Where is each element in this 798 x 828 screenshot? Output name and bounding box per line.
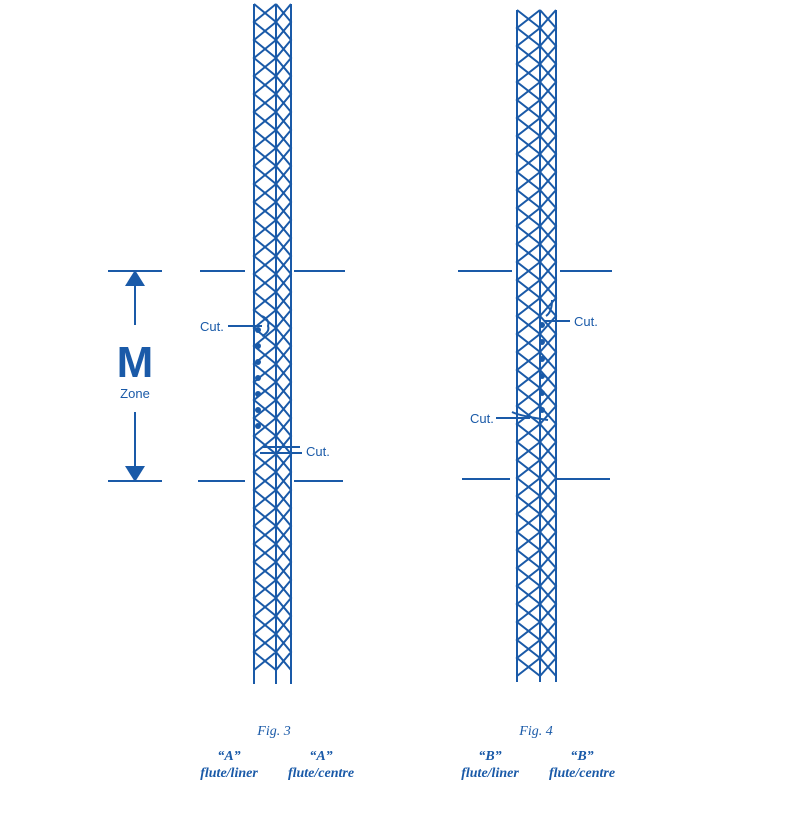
fig4-glue-point (539, 373, 545, 379)
fig4-glue-point (539, 407, 545, 413)
fig4-col1-top: “B” (478, 749, 501, 764)
fig4-cut-upper-label: Cut. (574, 314, 598, 329)
fig3-title: Fig. 3 (256, 724, 290, 739)
fig4-liner-strand (515, 9, 542, 682)
fig3-glue-point (255, 391, 261, 397)
fig4-glue-point (539, 339, 545, 345)
fig4-title: Fig. 4 (518, 724, 552, 739)
fig4-flute-strands (515, 9, 558, 682)
fig3-cut-lower-label: Cut. (306, 444, 330, 459)
fig4-reference-lines (458, 270, 612, 480)
fig3-glue-point (255, 375, 261, 381)
fig3-col2-top: “A” (309, 749, 332, 764)
fig4-glue-point (539, 322, 545, 328)
fig3-glue-point (255, 423, 261, 429)
fig4-cut-lower-label: Cut. (470, 411, 494, 426)
fig3-reference-lines (198, 270, 345, 482)
fig3-glue-point (255, 359, 261, 365)
zone-letter: M (117, 338, 154, 387)
fig3-col2-bottom: flute/centre (288, 766, 354, 781)
zone-label: Zone (120, 386, 150, 401)
fig4-col2-top: “B” (570, 749, 593, 764)
fig3-flute-strands (252, 3, 293, 684)
fig3-glue-point (255, 327, 261, 333)
fig3-cut-upper-label: Cut. (200, 319, 224, 334)
fig4-col2-bottom: flute/centre (549, 766, 615, 781)
fig3-glue-point (255, 407, 261, 413)
fig4-col1-bottom: flute/liner (461, 766, 519, 781)
m-zone-dimension (108, 270, 162, 482)
fig3-centre-strand (274, 3, 293, 684)
fig4-glue-point (539, 356, 545, 362)
fig3-col1-top: “A” (217, 749, 240, 764)
fig4-glue-point (539, 390, 545, 396)
fig4-centre-strand (538, 9, 558, 682)
fig3-cut-marks (228, 315, 302, 454)
fig4-cut-marks (496, 299, 570, 421)
fig3-col1-bottom: flute/liner (200, 766, 258, 781)
fig3-glue-point (255, 343, 261, 349)
